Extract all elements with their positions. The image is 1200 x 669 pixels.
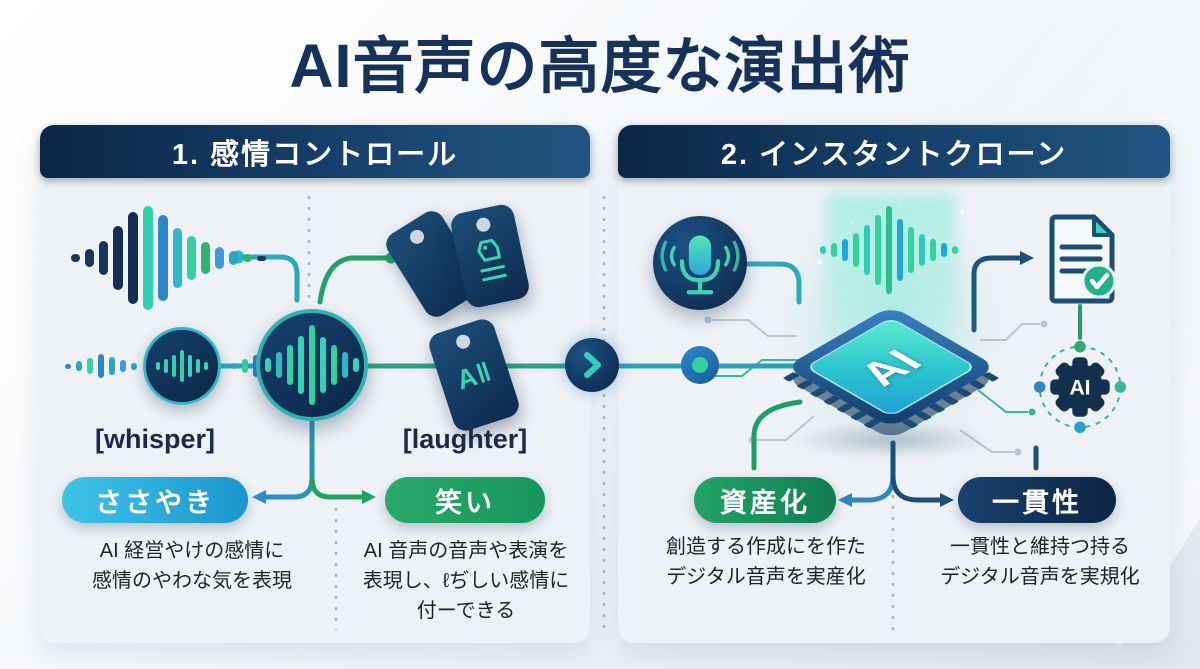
desc-whisper: AI 経営やけの感情に 感情のやわな気を表現 [92,540,292,592]
ai-chip-icon: AI [781,192,1001,462]
panel-instant-clone-header: 2. インスタントクローン [618,125,1170,178]
desc-consistency: 一貫性と維持つ持る デジタル音声を実規化 [940,536,1140,588]
ai-gear-icon: AI [1032,339,1128,440]
badge-asset: 資産化 [694,477,836,523]
badge-consistency: 一貫性 [958,477,1116,523]
desc-laughter: AI 音声の音声や表演を 表現し、ℓぢしい感情に 付ーできる [362,540,570,622]
tag-ai-glyph: A‖ [453,356,496,396]
chevron-right-icon [565,338,619,392]
laughter-code-label: [laughter] [402,424,528,454]
voice-circle-small-icon [143,327,221,405]
voice-circle-icon [256,309,368,421]
badge-whisper: ささやき [62,477,248,523]
page-title: AI音声の高度な演出術 [289,32,911,100]
hologram-waveform-icon [819,204,959,296]
whisper-code-label: [whisper] [94,424,215,454]
panel-emotion-control-header: 1. 感情コントロール [40,125,590,178]
gear-ai-label: AI [1069,377,1090,400]
tag-icon-front [448,202,532,310]
node-dot-icon [681,346,719,384]
microphone-icon [653,216,747,310]
document-check-icon [1042,213,1120,312]
waveform-icon-large [68,200,268,316]
waveform-icon-small-left [62,338,139,394]
badge-laughter: 笑い [385,477,545,523]
chip-ai-label: AI [847,341,935,393]
desc-asset: 創造する作成にを作た デジタル音声を実産化 [666,536,866,588]
tag-glyph-icon [477,238,507,282]
